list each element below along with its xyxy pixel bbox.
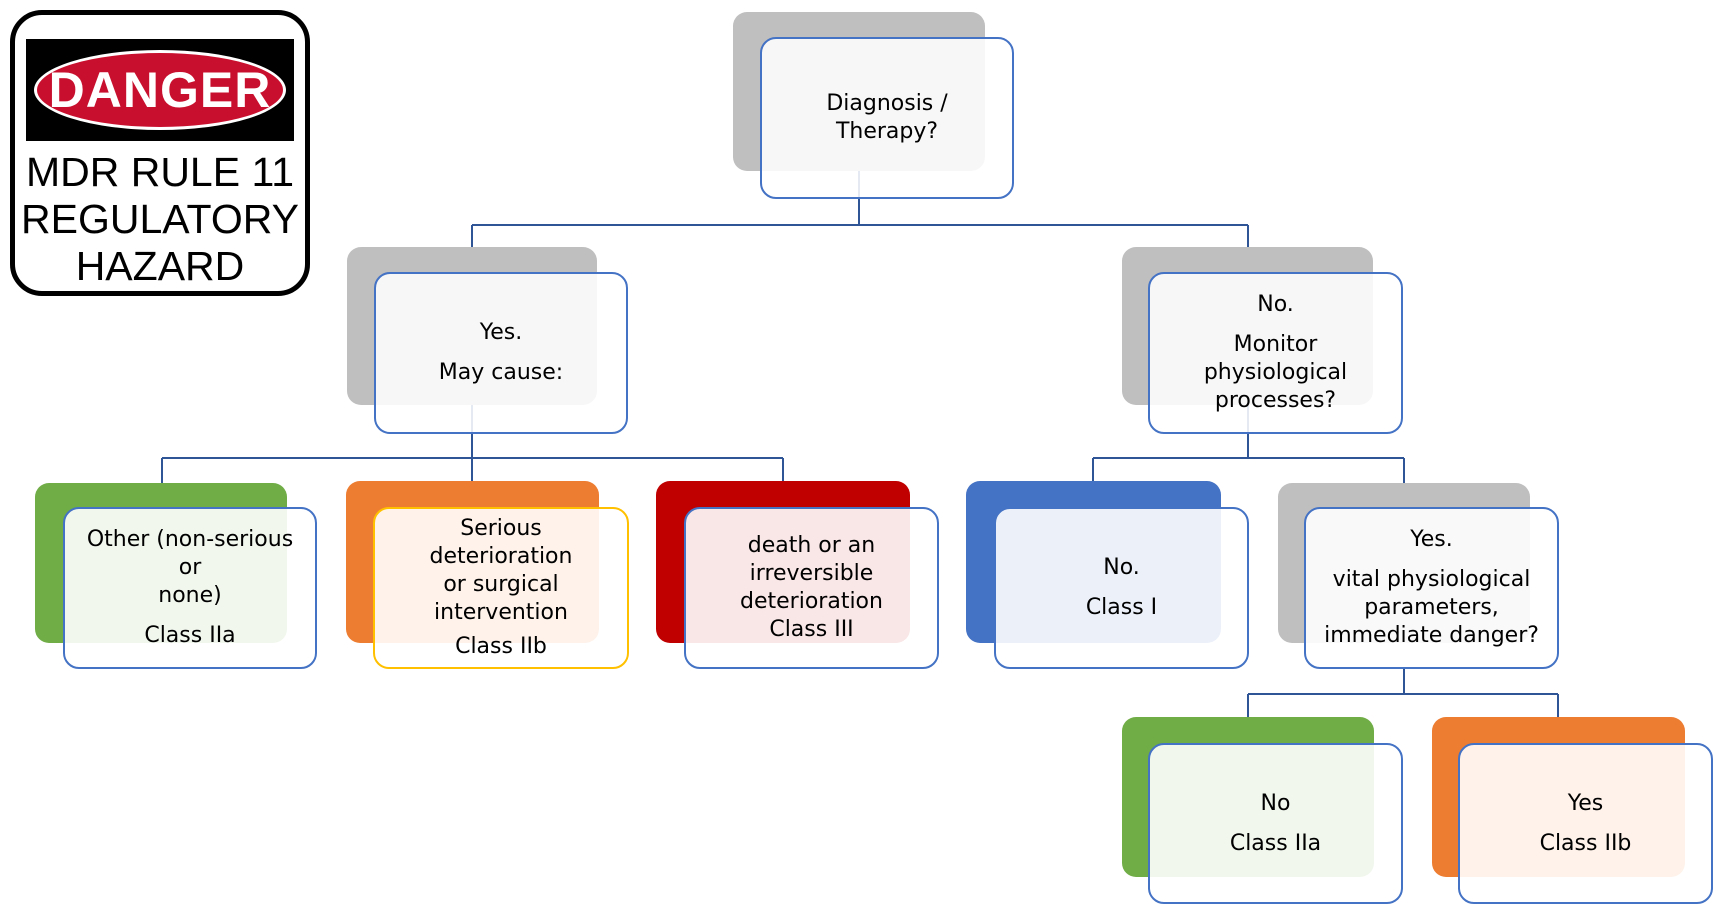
death-node-line-3: deterioration [740, 589, 883, 614]
vital-no-node-class: Class IIa [1229, 830, 1322, 856]
vital-node: Yes. vital physiological parameters, imm… [1304, 507, 1559, 669]
yes-node: Yes. May cause: [374, 272, 628, 434]
serious-node: Serious deterioration or surgical interv… [373, 507, 629, 669]
death-node: death or an irreversible deterioration C… [684, 507, 939, 669]
serious-node-line-1: Serious deterioration [429, 516, 573, 569]
class1-node: No. Class I [994, 507, 1249, 669]
yes-node-line-1: Yes. [479, 320, 523, 345]
yes-node-line-2: May cause: [438, 360, 564, 385]
sign-line-3: HAZARD [75, 243, 245, 289]
sign-line-2: REGULATORY [21, 196, 299, 242]
danger-header-bar: DANGER [26, 39, 294, 141]
death-node-class: Class III [769, 617, 854, 642]
death-node-line-1: death or an [747, 533, 876, 558]
death-node-line-2: irreversible [749, 561, 874, 586]
root-node-text: Diagnosis / Therapy? [826, 91, 948, 144]
danger-label: DANGER [48, 62, 272, 118]
vital-no-node: No Class IIa [1148, 743, 1403, 904]
danger-oval: DANGER [34, 50, 286, 130]
other-node-line-2: none) [158, 583, 222, 608]
vital-no-node-line-1: No [1260, 790, 1291, 816]
other-node-line-1: Other (non-serious or [86, 527, 294, 580]
serious-node-line-2: or surgical [443, 572, 559, 597]
no-node-line-2: Monitor physiological [1203, 332, 1348, 385]
no-node-line-3: processes? [1214, 388, 1337, 413]
no-node: No. Monitor physiological processes? [1148, 272, 1403, 434]
sign-text: MDR RULE 11 REGULATORY HAZARD [15, 149, 305, 290]
danger-sign: DANGER MDR RULE 11 REGULATORY HAZARD [10, 10, 310, 296]
vital-node-line-2: vital physiological [1332, 567, 1531, 592]
vital-yes-node-class: Class IIb [1539, 830, 1632, 856]
sign-line-1: MDR RULE 11 [25, 149, 295, 195]
serious-node-line-3: intervention [434, 600, 568, 625]
no-node-line-1: No. [1257, 292, 1294, 317]
other-node-class: Class IIa [144, 623, 236, 648]
class1-node-line-1: No. [1103, 555, 1140, 580]
vital-node-line-4: immediate danger? [1324, 623, 1539, 648]
other-node: Other (non-serious or none) Class IIa [63, 507, 317, 669]
vital-node-line-3: parameters, [1364, 595, 1499, 620]
vital-node-line-1: Yes. [1410, 527, 1453, 552]
serious-node-class: Class IIb [455, 634, 547, 659]
vital-yes-node-line-1: Yes [1567, 790, 1604, 816]
root-node: Diagnosis / Therapy? [760, 37, 1014, 199]
vital-yes-node: Yes Class IIb [1458, 743, 1713, 904]
class1-node-class: Class I [1085, 595, 1158, 620]
